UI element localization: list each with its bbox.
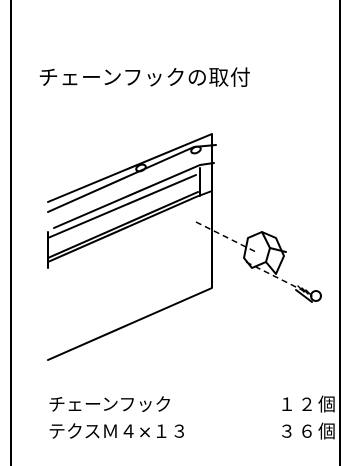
panel-groove-1	[47, 174, 197, 239]
parts-list: チェーンフック １２個 テクスＭ４×１３ ３６個	[48, 392, 338, 446]
panel-flange-inner	[53, 162, 215, 229]
parts-row: チェーンフック １２個	[48, 392, 338, 419]
screw-head	[310, 290, 322, 302]
parts-row: テクスＭ４×１３ ３６個	[48, 419, 338, 446]
chain-hook-loop	[261, 231, 285, 275]
frame-border	[10, 0, 341, 466]
flange-hole-1	[135, 163, 147, 173]
panel-groove-2	[47, 191, 199, 259]
part-qty: １２個	[278, 395, 338, 416]
guide-line-screw	[245, 261, 307, 293]
part-name: チェーンフック	[48, 395, 173, 416]
part-qty: ３６個	[278, 422, 338, 443]
chain-hook-flange	[269, 247, 287, 253]
panel-outline	[47, 133, 213, 361]
part-name: テクスＭ４×１３	[48, 422, 189, 443]
screw-body	[295, 289, 313, 303]
figure-title: チェーンフックの取付	[38, 66, 252, 90]
guide-line-hook	[195, 221, 257, 253]
panel-groove-3	[47, 190, 213, 263]
flange-hole-2	[190, 145, 202, 155]
